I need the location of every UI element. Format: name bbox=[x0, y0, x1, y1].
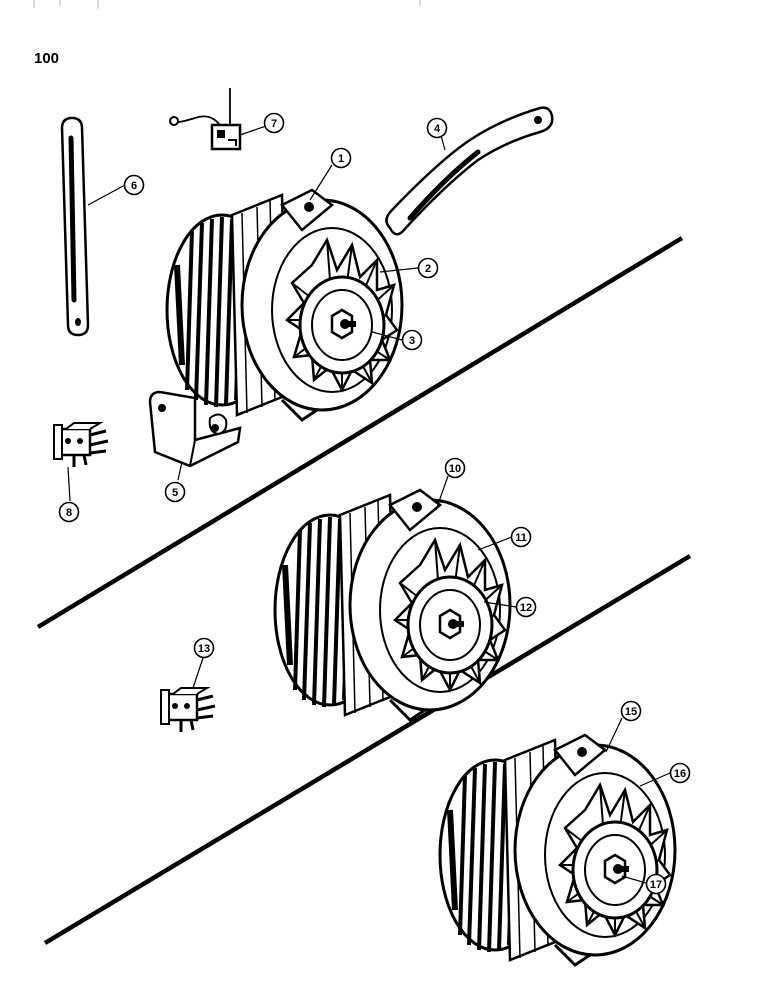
svg-text:3: 3 bbox=[409, 335, 415, 347]
terminal-block-8 bbox=[52, 421, 110, 502]
callout-8: 8 bbox=[58, 501, 80, 523]
angle-bracket-part bbox=[148, 390, 242, 481]
svg-text:17: 17 bbox=[650, 879, 662, 891]
svg-text:7: 7 bbox=[271, 118, 277, 130]
svg-text:16: 16 bbox=[674, 768, 686, 780]
svg-text:10: 10 bbox=[449, 463, 461, 475]
page-number: 100 bbox=[34, 50, 60, 67]
callout-12: 12 bbox=[515, 596, 537, 618]
alternator-assembly-1 bbox=[167, 190, 402, 420]
callout-1: 1 bbox=[330, 147, 352, 169]
callout-3: 3 bbox=[401, 329, 423, 351]
wire-harness-part bbox=[169, 88, 267, 151]
callout-17: 17 bbox=[645, 873, 667, 895]
callout-15: 15 bbox=[620, 700, 642, 722]
callout-2: 2 bbox=[417, 257, 439, 279]
terminal-block-13 bbox=[159, 657, 217, 734]
callout-10: 10 bbox=[444, 457, 466, 479]
svg-text:6: 6 bbox=[131, 180, 137, 192]
slotted-strap-part bbox=[60, 116, 126, 337]
svg-text:15: 15 bbox=[625, 706, 637, 718]
callout-13: 13 bbox=[193, 637, 215, 659]
callout-4: 4 bbox=[426, 117, 448, 139]
alternator-assembly-10 bbox=[275, 490, 510, 720]
leader-lines bbox=[309, 164, 671, 884]
callout-11: 11 bbox=[510, 526, 532, 548]
callout-7: 7 bbox=[263, 112, 285, 134]
callout-5: 5 bbox=[164, 481, 186, 503]
svg-text:11: 11 bbox=[515, 532, 527, 544]
curved-bracket-part bbox=[385, 106, 554, 236]
svg-text:8: 8 bbox=[66, 507, 72, 519]
svg-text:12: 12 bbox=[520, 602, 532, 614]
callout-6: 6 bbox=[123, 174, 145, 196]
svg-text:2: 2 bbox=[425, 263, 431, 275]
divider-line-1 bbox=[36, 236, 684, 629]
callout-16: 16 bbox=[669, 762, 691, 784]
scan-marks bbox=[33, 0, 421, 9]
svg-text:4: 4 bbox=[434, 123, 441, 135]
svg-text:1: 1 bbox=[338, 153, 344, 165]
divider-line-2 bbox=[43, 554, 692, 945]
svg-text:5: 5 bbox=[172, 487, 178, 499]
alternator-assembly-15 bbox=[440, 735, 675, 965]
svg-text:13: 13 bbox=[198, 643, 210, 655]
